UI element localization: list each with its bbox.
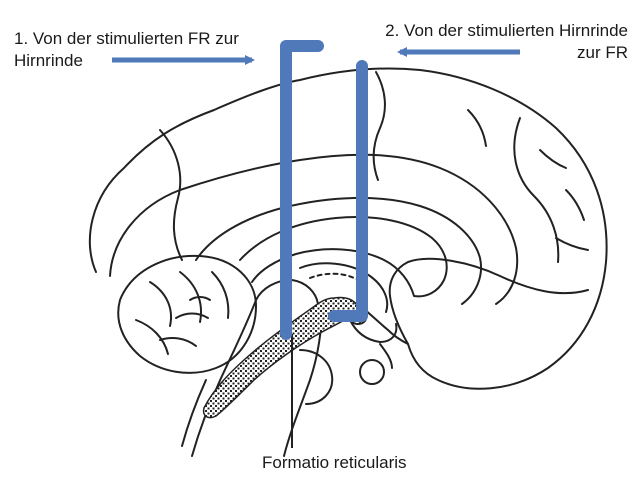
pathway-arrows — [286, 46, 362, 334]
sulcus-frontal — [160, 130, 182, 260]
label-cortex-to-fr-line1: 2. Von der stimulierten Hirnrinde — [385, 20, 628, 42]
brain-outline — [90, 68, 607, 456]
sulcus-minor-2 — [566, 190, 584, 220]
temporal-lobe-outline — [390, 259, 588, 344]
label-fr-to-cortex-line2: Hirnrinde — [14, 50, 239, 72]
cingulate-gyrus — [110, 155, 517, 304]
mammillary-body — [360, 360, 384, 384]
sulcus-minor-1 — [540, 150, 566, 168]
cerebellum-folia-1 — [150, 282, 171, 326]
cerebellum-folia-3 — [212, 272, 228, 318]
label-cortex-to-fr-line2: zur FR — [385, 42, 628, 64]
sulcus-minor-4 — [468, 110, 486, 146]
sulcus-parietal — [374, 72, 385, 180]
label-formatio-reticularis: Formatio reticularis — [262, 452, 407, 474]
cerebellum-folia-4 — [136, 320, 168, 354]
sulcus-occipital — [514, 118, 558, 262]
label-fr-to-cortex-line1: 1. Von der stimulierten FR zur — [14, 28, 239, 50]
sulcus-minor-3 — [556, 238, 588, 250]
cortex-outline — [90, 68, 607, 388]
cerebellum-arbor — [160, 297, 210, 346]
label-cortex-to-fr: 2. Von der stimulierten Hirnrinde zur FR — [385, 20, 628, 64]
descending-pathway — [334, 66, 362, 316]
septum-dashed — [310, 274, 358, 280]
medulla — [182, 380, 206, 446]
label-fr-to-cortex: 1. Von der stimulierten FR zur Hirnrinde — [14, 28, 239, 72]
